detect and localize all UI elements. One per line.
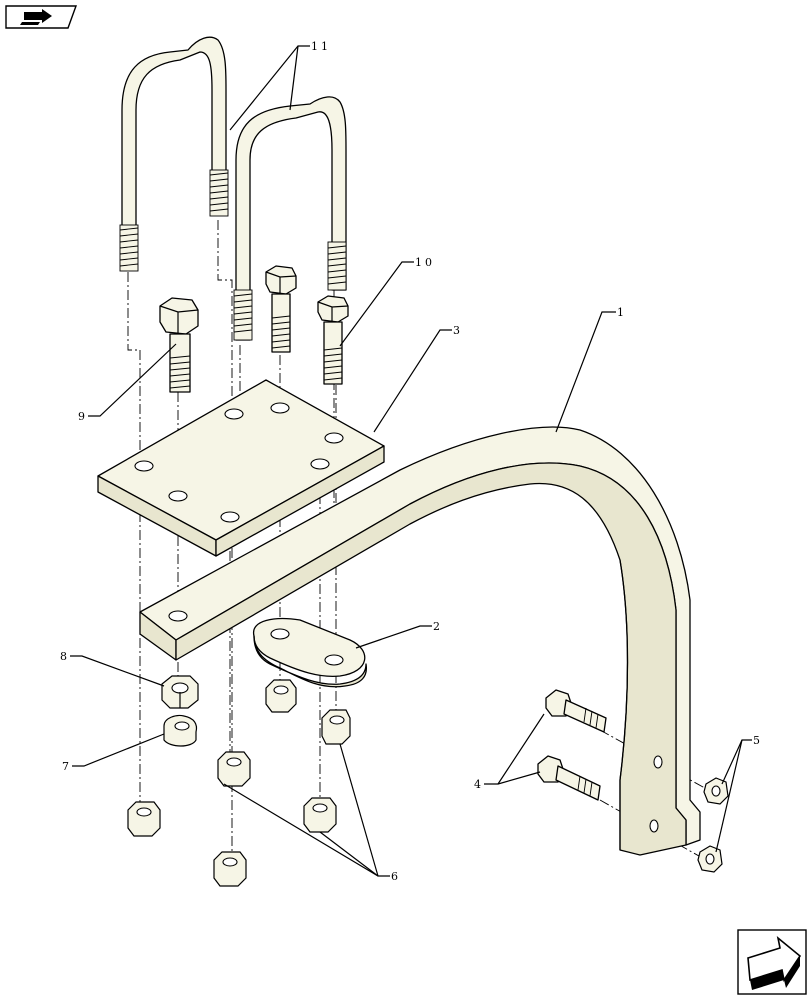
callout-10: 10	[415, 256, 435, 269]
callout-labels: 1 2 3 4 5 6 7 8 9 10 11	[60, 40, 763, 883]
hex-nut-b	[321, 709, 351, 745]
plate-part-3	[97, 379, 385, 557]
hex-bolt-part-9	[159, 297, 199, 393]
callout-2: 2	[433, 620, 443, 633]
hex-nut-part-8	[161, 675, 199, 709]
hex-bolt-part-10-b	[317, 295, 349, 385]
hex-nut-c	[217, 751, 251, 787]
hex-nut-e	[127, 801, 161, 837]
hex-nut-f	[213, 851, 247, 887]
side-nut-part-5-b	[697, 845, 723, 873]
next-page-arrow-icon[interactable]	[737, 929, 807, 995]
callout-9: 9	[78, 410, 88, 423]
callout-3: 3	[453, 324, 463, 337]
u-bolt-part-11-b	[233, 96, 347, 341]
u-bolt-part-11-a	[119, 36, 229, 272]
side-nut-part-5-a	[703, 777, 729, 805]
small-plate-part-2	[253, 617, 368, 688]
bracket-hole	[168, 610, 188, 622]
side-bolt-part-4-b	[537, 755, 601, 801]
lock-nut-part-7	[163, 714, 198, 747]
callout-11: 11	[311, 40, 331, 53]
hex-nut-d	[303, 797, 337, 833]
callout-4: 4	[474, 778, 484, 791]
callout-5: 5	[753, 734, 763, 747]
hex-nut-a	[265, 679, 297, 713]
callout-1: 1	[617, 306, 627, 319]
callout-7: 7	[62, 760, 72, 773]
leader-lines	[70, 45, 752, 877]
callout-6: 6	[391, 870, 401, 883]
callout-8: 8	[60, 650, 70, 663]
curved-bracket-part-1	[139, 426, 701, 856]
book-arrow-icon[interactable]	[5, 5, 77, 29]
hex-bolt-part-10-a	[265, 265, 297, 353]
side-bolt-part-4-a	[545, 689, 607, 733]
